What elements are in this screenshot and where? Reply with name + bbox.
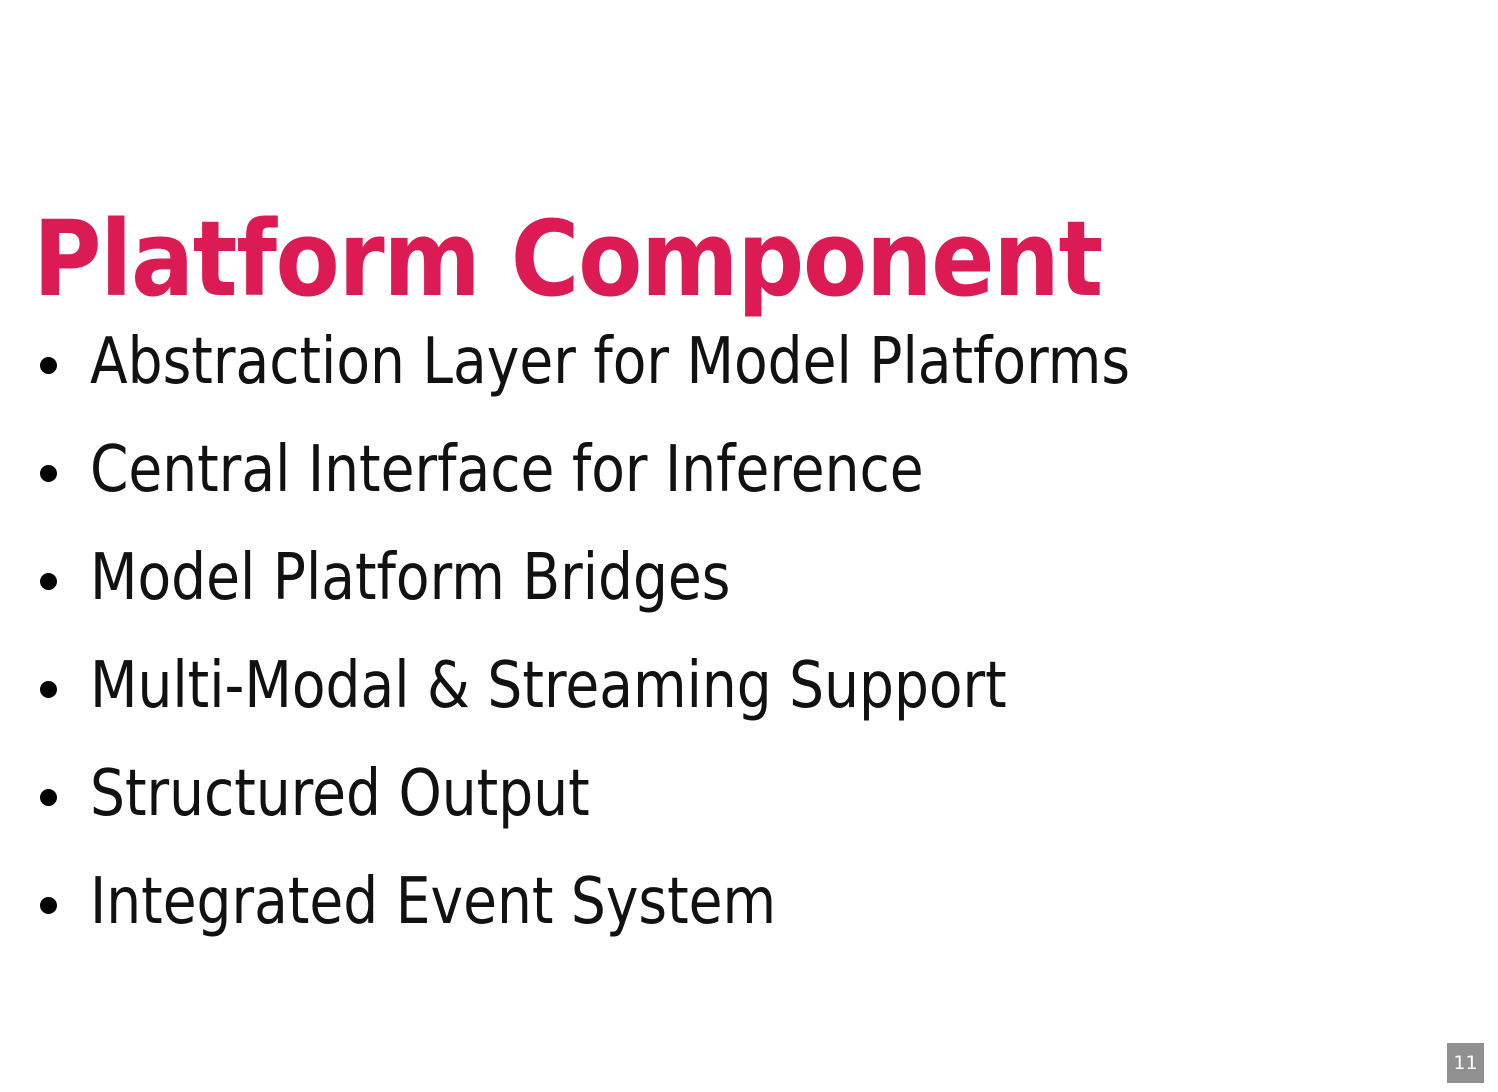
bullet-label: Integrated Event System <box>90 865 777 939</box>
list-item: Integrated Event System <box>40 870 1340 978</box>
bullet-label: Central Interface for Inference <box>90 433 924 507</box>
bullet-dot-icon <box>40 897 57 914</box>
bullet-dot-icon <box>40 573 57 590</box>
bullet-label: Abstraction Layer for Model Platforms <box>90 325 1131 399</box>
bullet-label: Model Platform Bridges <box>90 541 731 615</box>
bullet-label: Multi-Modal & Streaming Support <box>90 649 1007 723</box>
page-title: Platform Component <box>33 197 1103 320</box>
bullet-list: Abstraction Layer for Model Platforms Ce… <box>40 330 1340 978</box>
page-number-badge: 11 <box>1447 1043 1484 1083</box>
list-item: Central Interface for Inference <box>40 438 1340 546</box>
bullet-label: Structured Output <box>90 757 590 831</box>
bullet-dot-icon <box>40 465 57 482</box>
list-item: Structured Output <box>40 762 1340 870</box>
bullet-dot-icon <box>40 357 57 374</box>
list-item: Multi-Modal & Streaming Support <box>40 654 1340 762</box>
list-item: Abstraction Layer for Model Platforms <box>40 330 1340 438</box>
bullet-dot-icon <box>40 789 57 806</box>
bullet-dot-icon <box>40 681 57 698</box>
list-item: Model Platform Bridges <box>40 546 1340 654</box>
